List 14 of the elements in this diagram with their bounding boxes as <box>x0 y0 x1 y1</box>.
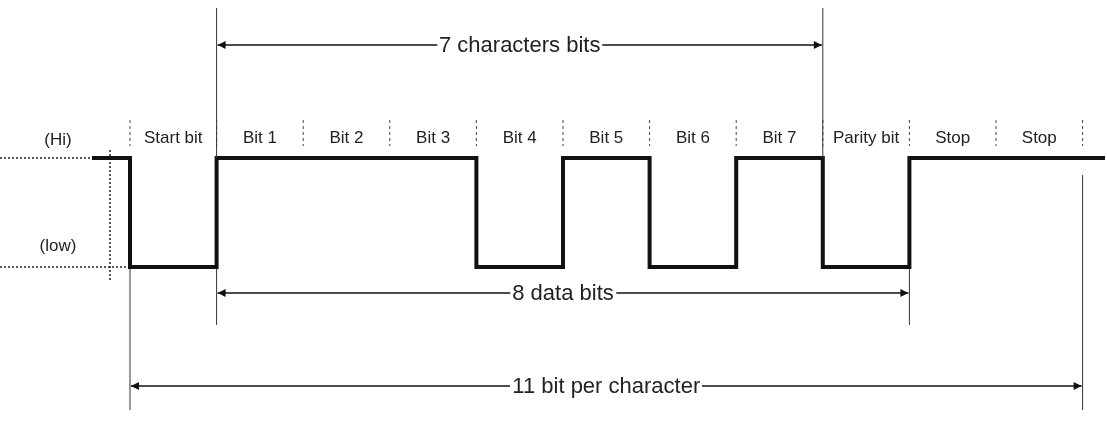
bit-label: Bit 5 <box>588 128 625 148</box>
level-label: (Hi) <box>43 130 73 150</box>
bit-label: Start bit <box>143 128 204 148</box>
bit-label: Bit 6 <box>674 128 711 148</box>
bit-label: Stop <box>1020 128 1058 148</box>
level-label: (low) <box>38 236 78 256</box>
bit-label: Bit 1 <box>241 128 278 148</box>
dimension-label: 11 bit per character <box>510 374 703 398</box>
bit-label: Stop <box>934 128 972 148</box>
bit-label: Parity bit <box>832 128 901 148</box>
bit-label: Bit 4 <box>501 128 538 148</box>
bit-label: Bit 3 <box>415 128 452 148</box>
bit-label: Bit 2 <box>328 128 365 148</box>
bit-label: Bit 7 <box>761 128 798 148</box>
